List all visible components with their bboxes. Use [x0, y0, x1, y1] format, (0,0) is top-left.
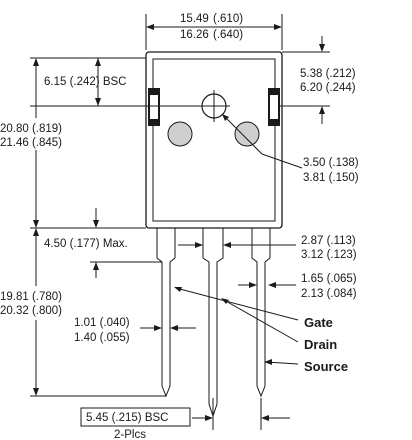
tab-right-dim-2: 6.20 (.244)	[300, 82, 356, 94]
lead-length-dim-2: 20.32 (.800)	[0, 305, 62, 317]
lead-thickness-dim-2: 2.13 (.084)	[301, 288, 357, 300]
callout-drain: Drain	[221, 298, 337, 352]
dim-pitch: 5.45 (.215) BSC 2-Plcs	[80, 398, 290, 440]
mounting-hole	[198, 90, 230, 122]
hole-dia-dim-2: 3.81 (.150)	[303, 172, 359, 184]
lead-thin-dim-1: 1.01 (.040)	[74, 317, 130, 329]
ejector-mark-left	[167, 121, 193, 147]
lead-width-dim-2: 3.12 (.123)	[301, 249, 357, 261]
dim-tab-right: 5.38 (.212) 6.20 (.244)	[280, 36, 356, 124]
body-height-dim-1: 20.80 (.819)	[0, 123, 62, 135]
overall-width-max-in: (.640)	[213, 29, 243, 41]
pitch-label: 5.45 (.215) BSC	[86, 412, 168, 424]
lead-neck-label: 4.50 (.177) Max.	[44, 238, 128, 250]
dim-lead-thickness: 1.65 (.065) 2.13 (.084)	[238, 273, 357, 300]
overall-width-mm: 15.49	[180, 13, 209, 25]
lead-gate	[156, 228, 176, 398]
body-height-dim-2: 21.46 (.845)	[0, 137, 62, 149]
dim-body-height: 20.80 (.819) 21.46 (.845)	[0, 58, 146, 229]
dim-lead-thin: 1.01 (.040) 1.40 (.055)	[74, 317, 196, 344]
lead-source	[251, 228, 271, 398]
ejector-mark-right	[234, 121, 260, 147]
dim-overall-width: 15.49 (.610) 16.26 (.640)	[145, 13, 283, 50]
package-body	[145, 51, 283, 229]
pin-label-drain: Drain	[304, 337, 337, 352]
lead-length-dim-1: 19.81 (.780)	[0, 291, 62, 303]
callout-gate: Gate	[174, 287, 333, 330]
hole-offset-label: 6.15 (.242) BSC	[44, 76, 126, 88]
overall-width-in: (.610)	[213, 13, 243, 25]
callout-source: Source	[264, 359, 348, 374]
dim-lead-neck: 4.50 (.177) Max.	[44, 208, 162, 278]
dim-hole-diameter: 3.50 (.138) 3.81 (.150)	[221, 113, 359, 184]
lead-thin-dim-2: 1.40 (.055)	[74, 332, 130, 344]
pin-label-source: Source	[304, 359, 348, 374]
pin-label-gate: Gate	[304, 315, 333, 330]
hole-dia-dim-1: 3.50 (.138)	[303, 157, 359, 169]
dim-hole-offset: 6.15 (.242) BSC	[30, 57, 198, 107]
dim-lead-width: 2.87 (.113) 3.12 (.123)	[178, 235, 357, 261]
overall-width-max-mm: 16.26	[180, 29, 209, 41]
dim-lead-length: 19.81 (.780) 20.32 (.800)	[0, 228, 166, 397]
pitch-note: 2-Plcs	[114, 429, 146, 440]
lead-thickness-dim-1: 1.65 (.065)	[301, 273, 357, 285]
tab-right-dim-1: 5.38 (.212)	[300, 68, 356, 80]
lead-drain	[202, 228, 224, 418]
lead-width-dim-1: 2.87 (.113)	[301, 235, 356, 247]
